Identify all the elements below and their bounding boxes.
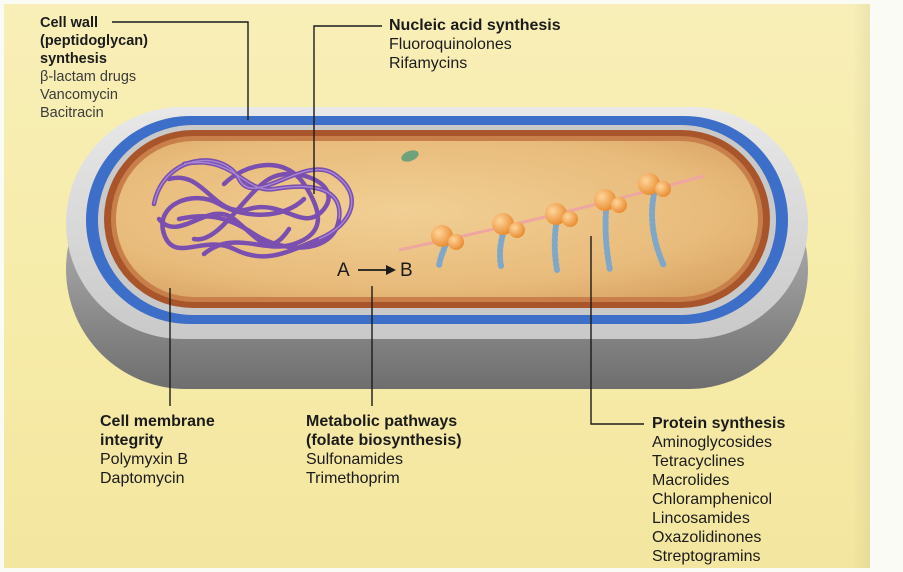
cell-membrane-label: Cell membrane integrity Polymyxin B Dapt… xyxy=(100,412,215,488)
cell-membrane-heading-1: Cell membrane xyxy=(100,412,215,431)
metabolic-drug: Trimethoprim xyxy=(306,469,462,488)
protein-synthesis-drug: Macrolides xyxy=(652,471,785,490)
cell-wall-heading-2: (peptidoglycan) xyxy=(40,32,148,50)
cell-wall-drug: β-lactam drugs xyxy=(40,68,148,86)
protein-synthesis-heading: Protein synthesis xyxy=(652,414,785,433)
reaction-substrate-a: A xyxy=(337,260,350,282)
cell-wall-drug: Bacitracin xyxy=(40,104,148,122)
protein-synthesis-drug: Oxazolidinones xyxy=(652,528,785,547)
protein-synthesis-drug: Lincosamides xyxy=(652,509,785,528)
cell-wall-heading-3: synthesis xyxy=(40,50,148,68)
protein-synthesis-drug: Streptogramins xyxy=(652,547,785,566)
diagram-figure: Cell wall (peptidoglycan) synthesis β-la… xyxy=(4,4,870,568)
cell-membrane-heading-2: integrity xyxy=(100,431,215,450)
protein-synthesis-drug: Aminoglycosides xyxy=(652,433,785,452)
metabolic-drug: Sulfonamides xyxy=(306,450,462,469)
protein-synthesis-label: Protein synthesis Aminoglycosides Tetrac… xyxy=(652,414,785,566)
nucleic-acid-drug: Fluoroquinolones xyxy=(389,35,561,54)
protein-synthesis-drug: Tetracyclines xyxy=(652,452,785,471)
protein-synthesis-drug: Chloramphenicol xyxy=(652,490,785,509)
nucleic-acid-heading: Nucleic acid synthesis xyxy=(389,16,561,35)
cell-wall-label: Cell wall (peptidoglycan) synthesis β-la… xyxy=(40,14,148,122)
nucleic-acid-drug: Rifamycins xyxy=(389,54,561,73)
cell-wall-heading-1: Cell wall xyxy=(40,14,148,32)
metabolic-pathways-label: Metabolic pathways (folate biosynthesis)… xyxy=(306,412,462,488)
cell-membrane-drug: Polymyxin B xyxy=(100,450,215,469)
cell-membrane-drug: Daptomycin xyxy=(100,469,215,488)
nucleic-acid-label: Nucleic acid synthesis Fluoroquinolones … xyxy=(389,16,561,73)
metabolic-heading-2: (folate biosynthesis) xyxy=(306,431,462,450)
metabolic-heading-1: Metabolic pathways xyxy=(306,412,462,431)
cell-wall-drug: Vancomycin xyxy=(40,86,148,104)
reaction-product-b: B xyxy=(400,260,413,282)
